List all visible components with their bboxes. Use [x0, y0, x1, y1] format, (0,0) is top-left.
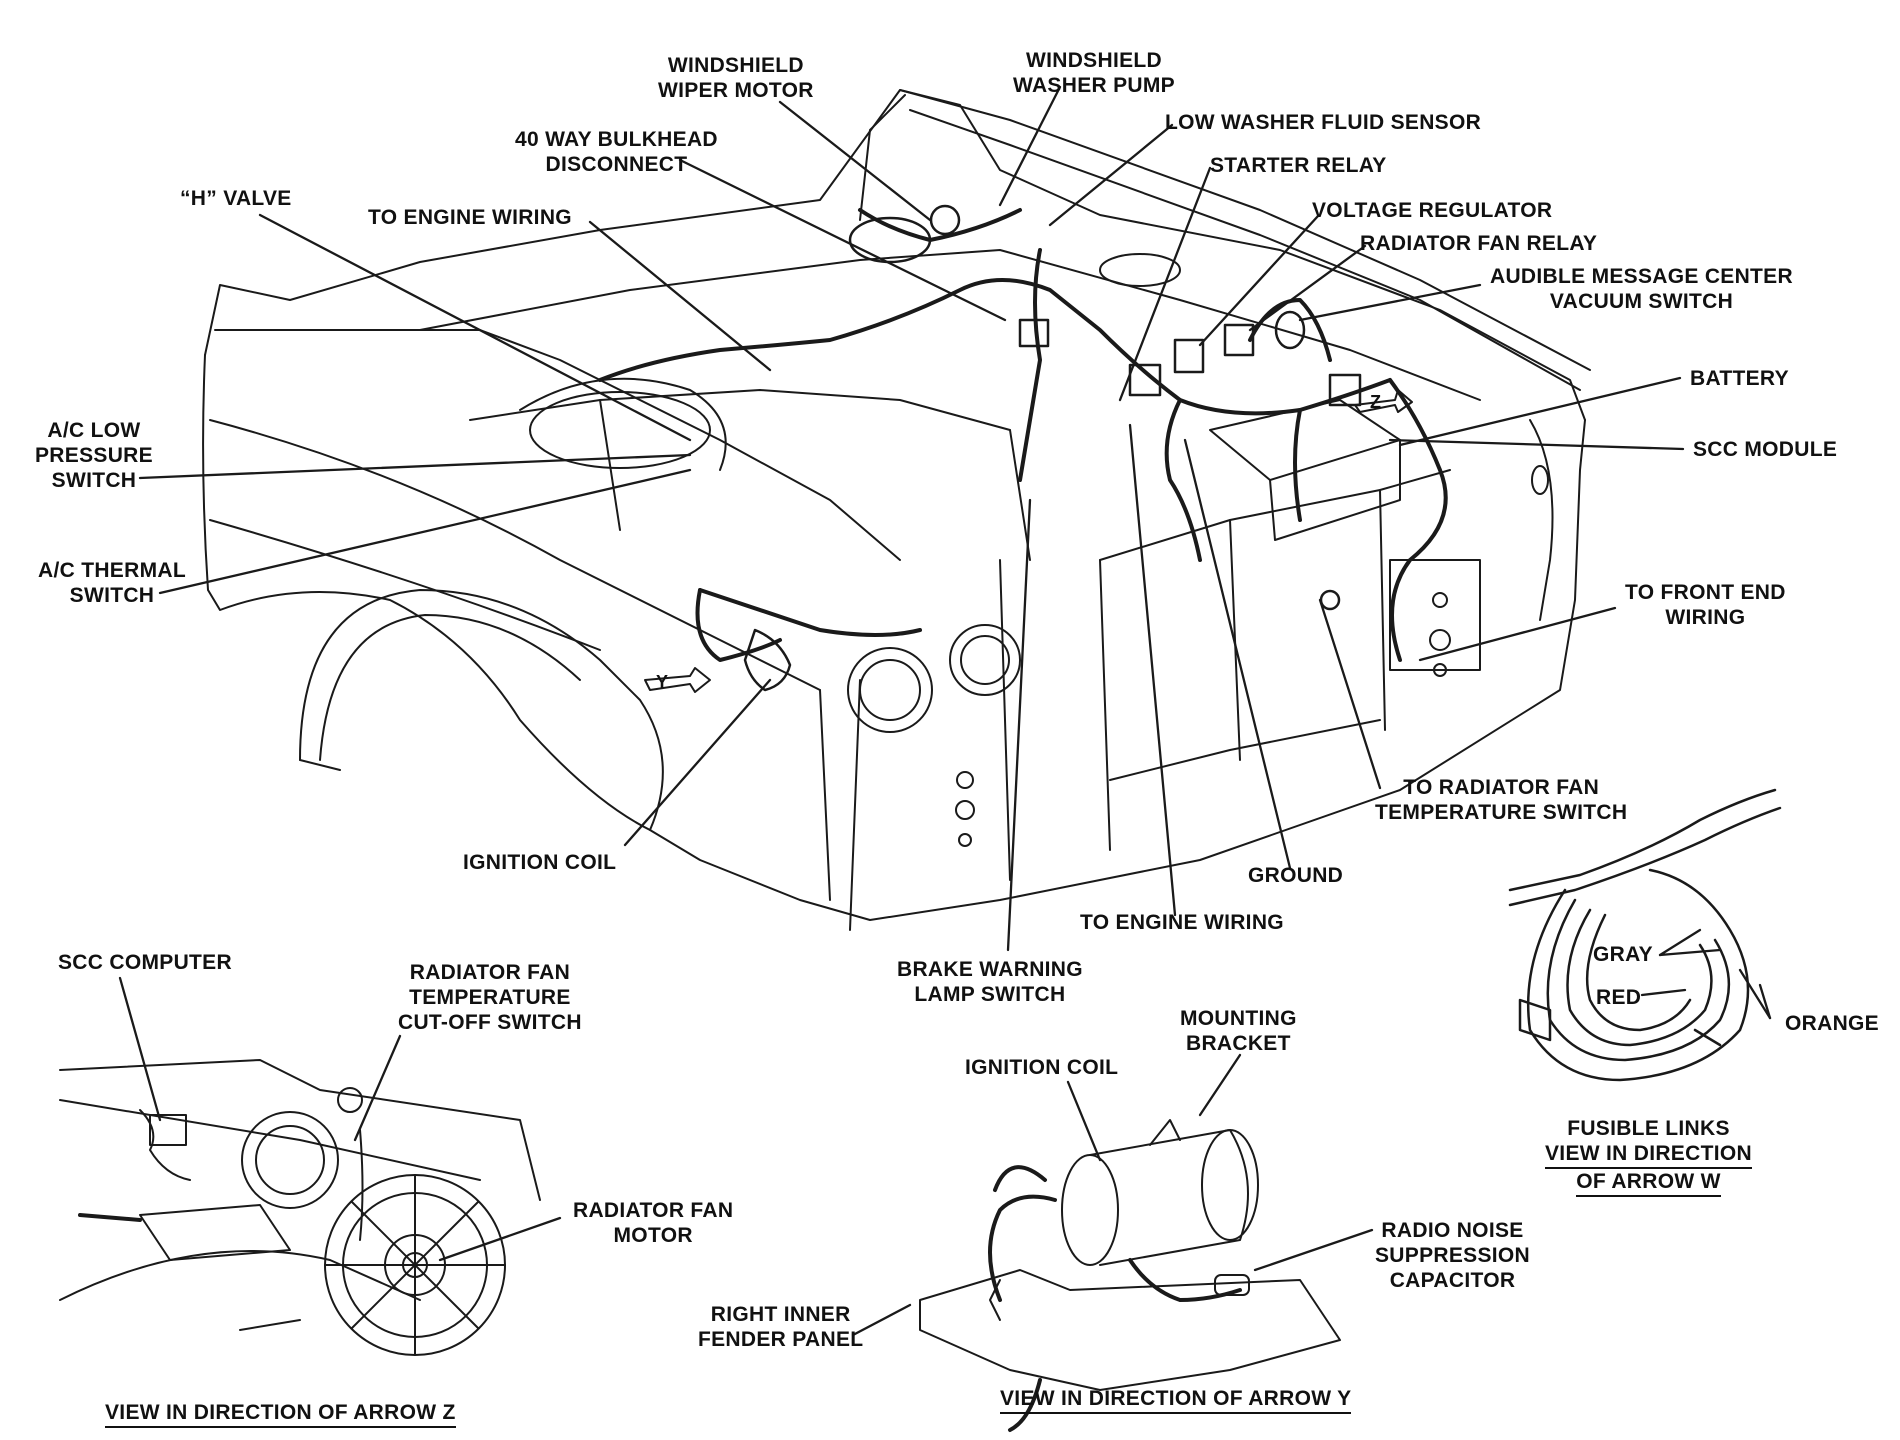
label-radiator-fan-motor: RADIATOR FAN MOTOR: [573, 1199, 734, 1247]
wiring-harnesses: [598, 208, 1448, 662]
arrow-markers: [644, 389, 1413, 693]
inset-z-leaders: [118, 976, 562, 1262]
label-h-valve: “H” VALVE: [180, 187, 292, 210]
label-radiator-fan-cutoff-switch: RADIATOR FAN TEMPERATURE CUT-OFF SWITCH: [398, 961, 582, 1034]
label-voltage-regulator: VOLTAGE REGULATOR: [1312, 199, 1553, 222]
label-ignition-coil-main: IGNITION COIL: [463, 851, 617, 874]
arrow-y-marker: Y: [656, 672, 669, 692]
label-mounting-bracket: MOUNTING BRACKET: [1180, 1007, 1297, 1055]
leader-lines: [138, 85, 1685, 952]
label-to-engine-wiring-top: TO ENGINE WIRING: [368, 206, 572, 229]
main-components: [743, 204, 1362, 692]
label-scc-computer: SCC COMPUTER: [58, 951, 232, 974]
inset-y-drawing: [919, 1119, 1341, 1432]
label-windshield-wiper-motor: WINDSHIELD WIPER MOTOR: [658, 54, 814, 102]
label-low-washer-fluid-sensor: LOW WASHER FLUID SENSOR: [1165, 111, 1482, 134]
label-orange-wire: ORANGE: [1785, 1012, 1879, 1035]
label-scc-module: SCC MODULE: [1693, 438, 1838, 461]
label-ac-low-pressure-switch: A/C LOW PRESSURE SWITCH: [35, 419, 153, 492]
label-right-inner-fender-panel: RIGHT INNER FENDER PANEL: [698, 1303, 864, 1351]
label-red-wire: RED: [1596, 986, 1642, 1009]
label-radio-noise-capacitor: RADIO NOISE SUPPRESSION CAPACITOR: [1375, 1219, 1531, 1292]
label-gray-wire: GRAY: [1593, 943, 1653, 966]
label-ac-thermal-switch: A/C THERMAL SWITCH: [38, 559, 186, 607]
label-to-radiator-fan-temperature-switch: TO RADIATOR FAN TEMPERATURE SWITCH: [1375, 776, 1628, 824]
label-windshield-washer-pump: WINDSHIELD WASHER PUMP: [1013, 49, 1175, 97]
arrow-z-marker: Z: [1370, 392, 1382, 412]
label-audible-message-center: AUDIBLE MESSAGE CENTER VACUUM SWITCH: [1490, 265, 1793, 313]
label-to-front-end-wiring: TO FRONT END WIRING: [1625, 581, 1786, 629]
inset-y-leaders: [851, 1053, 1374, 1337]
label-battery: BATTERY: [1690, 367, 1789, 390]
label-brake-warning-lamp-switch: BRAKE WARNING LAMP SWITCH: [897, 958, 1083, 1006]
vehicle-body-outline: [202, 89, 1591, 931]
inset-w-leaders: [1640, 928, 1772, 1020]
label-radiator-fan-relay: RADIATOR FAN RELAY: [1360, 232, 1598, 255]
inset-w-drawing: [1508, 788, 1782, 1082]
inset-z-drawing: [59, 1059, 541, 1356]
label-starter-relay: STARTER RELAY: [1210, 154, 1387, 177]
caption-arrow-y: VIEW IN DIRECTION OF ARROW Y: [1000, 1386, 1352, 1414]
label-ground: GROUND: [1248, 864, 1344, 887]
caption-fusible-links: FUSIBLE LINKS VIEW IN DIRECTION OF ARROW…: [1545, 1116, 1752, 1197]
label-ignition-coil-inset: IGNITION COIL: [965, 1056, 1119, 1079]
label-to-engine-wiring-bottom: TO ENGINE WIRING: [1080, 911, 1284, 934]
caption-arrow-z: VIEW IN DIRECTION OF ARROW Z: [105, 1400, 456, 1428]
label-bulkhead-disconnect: 40 WAY BULKHEAD DISCONNECT: [515, 128, 718, 176]
